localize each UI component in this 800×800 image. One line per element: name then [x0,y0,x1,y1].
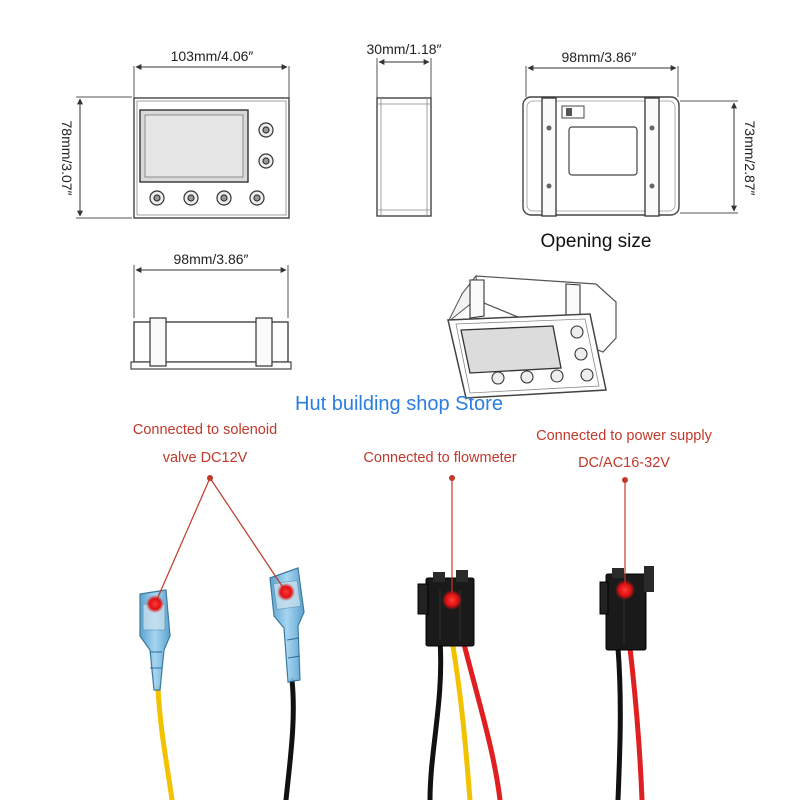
back-width-label: 98mm/3.86″ [562,49,637,65]
wiring [155,637,645,800]
iso-screen [460,325,562,374]
power-connector [599,566,654,651]
solenoid-left-marker [146,595,164,613]
power-label-line2: DC/AC16-32V [578,455,670,471]
back-opening [568,126,638,176]
wire-yellow-solenoid [155,685,175,800]
annotations: Connected to solenoid valve DC12V Connec… [133,422,713,613]
power-marker [615,580,635,600]
store-name: Hut building shop Store [295,393,503,415]
back-bracket-left [541,97,557,217]
opening-size-caption: Opening size [541,231,652,252]
power-label-line1: Connected to power supply [536,428,712,444]
side-device-body [376,97,432,217]
solenoid-label-line1: Connected to solenoid [133,422,277,438]
flowmeter-marker [442,590,462,610]
front-buttons [149,122,274,206]
front-view: 103mm/4.06″ 78mm/3.07″ [59,48,290,219]
side-view: 30mm/1.18″ [367,41,442,217]
back-device-body [522,96,680,216]
solenoid-label-line2: valve DC12V [163,450,248,466]
wire-black-solenoid [283,677,296,800]
isometric-view [447,274,617,399]
solenoid-right-marker [277,583,295,601]
top-view: 98mm/3.86″ [130,251,292,370]
side-depth-label: 30mm/1.18″ [367,41,442,57]
front-width-label: 103mm/4.06″ [171,48,254,64]
back-height-label: 73mm/2.87″ [742,121,758,196]
top-width-label: 98mm/3.86″ [174,251,249,267]
front-height-label: 78mm/3.07″ [59,121,75,196]
flowmeter-label: Connected to flowmeter [363,450,516,466]
back-bracket-right [644,97,660,217]
flowmeter-connector [417,570,475,647]
back-view: 98mm/3.86″ 73mm/2.87″ Opening size [522,49,758,252]
